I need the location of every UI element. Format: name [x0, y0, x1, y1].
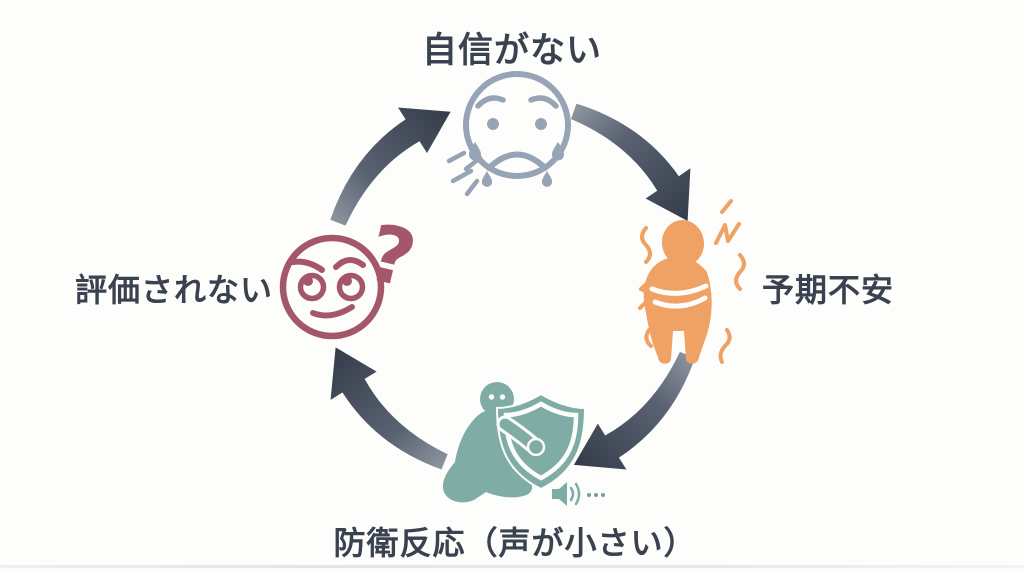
crying-face-icon: [446, 71, 571, 197]
label-defense-reaction: 防衛反応（声が小さい）: [333, 524, 697, 562]
anxiety-shock-marks-icon: [638, 199, 746, 364]
arrow-right-to-bottom-icon: [573, 348, 696, 472]
question-mark-icon: ?: [359, 208, 423, 306]
anxious-person-icon: [638, 199, 746, 364]
label-not-evaluated: 評価されない: [74, 271, 274, 309]
bottom-edge-line: [0, 565, 1024, 568]
label-anticipatory-anxiety: 予期不安: [761, 271, 895, 309]
small-voice-speaker-icon: [552, 482, 605, 506]
confused-face-icon: ?: [279, 208, 424, 340]
arrow-bottom-to-left-icon: [327, 347, 453, 470]
crossed-arms-lines: [649, 283, 709, 309]
label-no-confidence: 自信がない: [421, 31, 603, 71]
arm-holding-shield: [496, 415, 546, 457]
trembling-lines-icon: [446, 150, 483, 197]
arrow-top-to-right-icon: [571, 103, 691, 221]
shield-person-icon: [442, 382, 605, 506]
